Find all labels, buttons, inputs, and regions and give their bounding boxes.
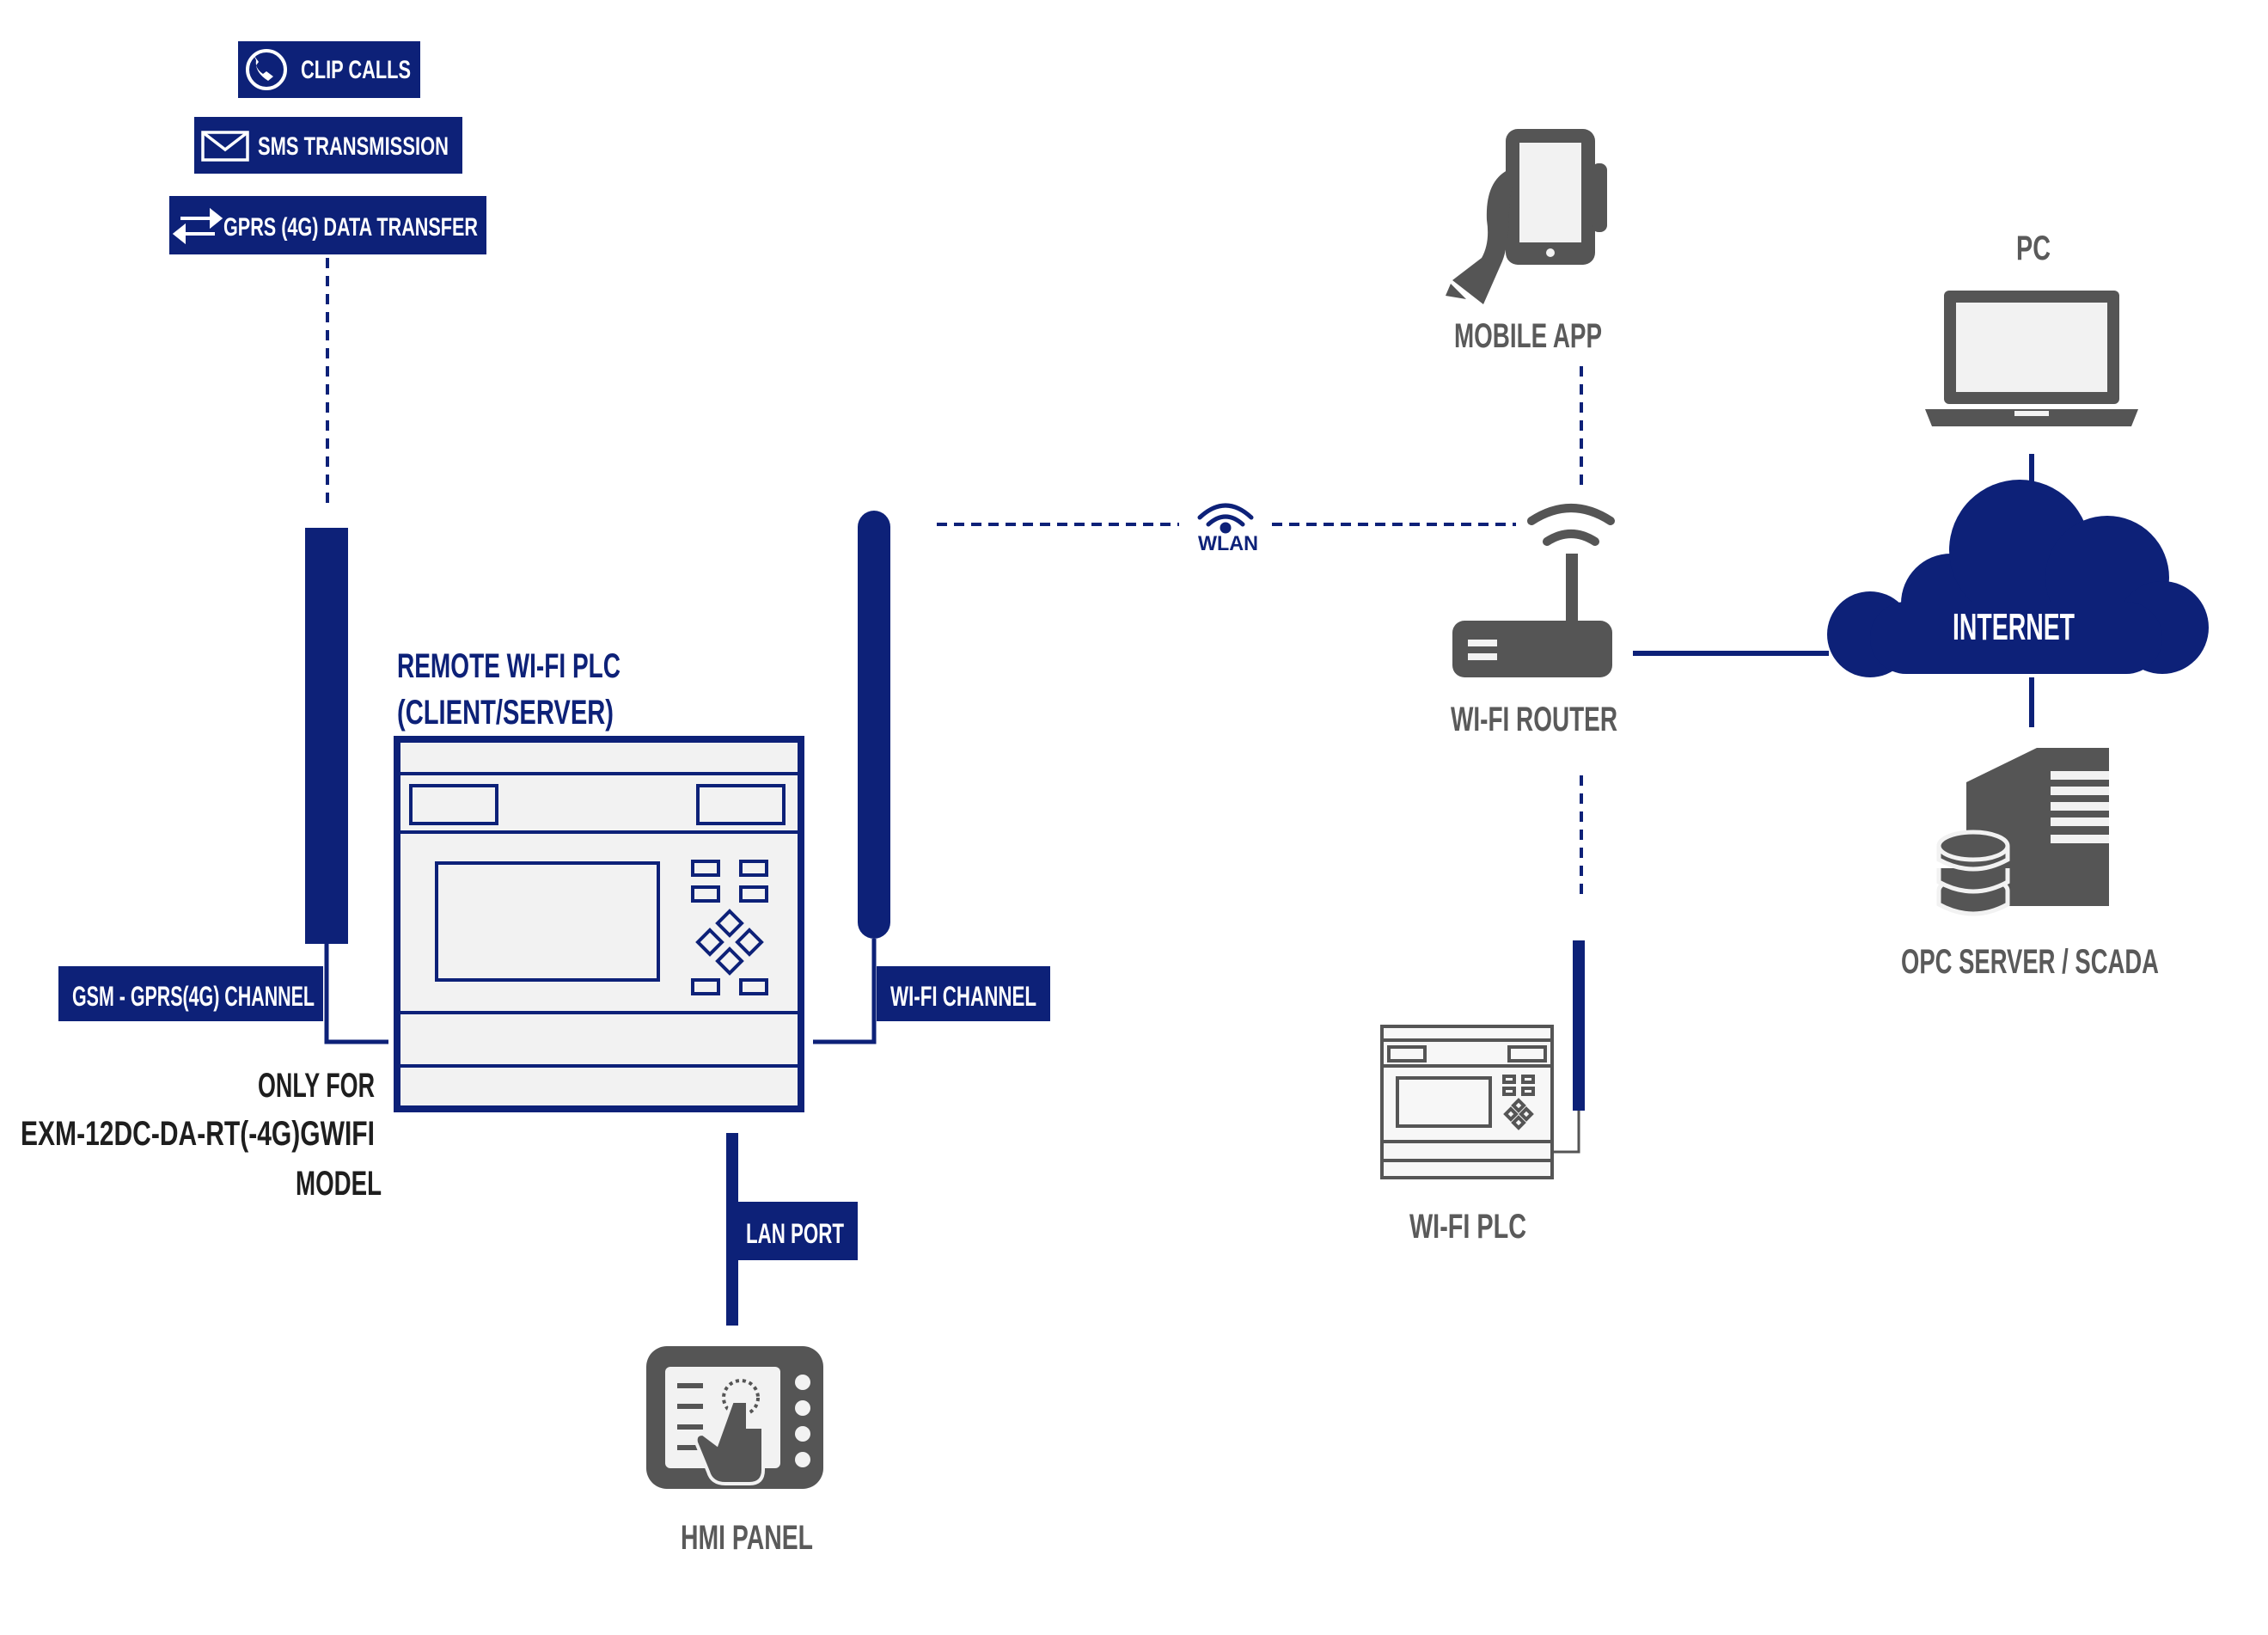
opc-server-label: OPC SERVER / SCADA — [1901, 943, 2159, 981]
model-note-line2: EXM-12DC-DA-RT(-4G)GWIFI — [21, 1115, 375, 1153]
wifi-channel-label: WI-FI CHANNEL — [890, 981, 1036, 1012]
transfer-arrows-icon — [172, 207, 223, 245]
model-note-line1: ONLY FOR — [258, 1067, 375, 1105]
pc-label: PC — [2016, 230, 2051, 267]
gsm-channel-label: GSM - GPRS(4G) CHANNEL — [72, 981, 315, 1012]
hmi-touch-icon — [646, 1346, 823, 1489]
sms-label: SMS TRANSMISSION — [258, 132, 449, 161]
router-icon — [1452, 504, 1615, 677]
envelope-icon — [201, 131, 249, 162]
clip-calls-label: CLIP CALLS — [301, 56, 411, 84]
internet-label: INTERNET — [1953, 606, 2075, 648]
wifi-icon — [1197, 503, 1254, 534]
lan-port-label: LAN PORT — [746, 1218, 844, 1249]
small-plc-antenna-connector — [1554, 1111, 1580, 1154]
small-plc-antenna — [1573, 940, 1585, 1111]
wifi-channel-badge — [877, 966, 1050, 1021]
wlan-label: WLAN — [1198, 532, 1258, 555]
gsm-antenna-connector — [324, 944, 388, 1044]
wifi-router-label: WI-FI ROUTER — [1451, 701, 1617, 738]
wifi-antenna — [858, 511, 890, 939]
gsm-antenna — [305, 528, 348, 944]
badge-gprs: GPRS (4G) DATA TRANSFER — [169, 196, 486, 254]
hmi-panel-label: HMI PANEL — [681, 1519, 813, 1557]
badge-sms: SMS TRANSMISSION — [194, 117, 462, 174]
smartphone-hand-icon — [1446, 129, 1607, 304]
cloud-icon — [1827, 480, 2209, 677]
model-note-line3: MODEL — [296, 1165, 382, 1203]
gsm-channel-badge — [58, 966, 323, 1021]
laptop-icon — [1925, 291, 2138, 426]
lan-port-badge — [732, 1202, 858, 1260]
plc-title-line1: REMOTE WI-FI PLC — [397, 647, 620, 685]
plc-title-line2: (CLIENT/SERVER) — [397, 694, 614, 732]
wifi-antenna-connector — [813, 939, 877, 1044]
mobile-app-label: MOBILE APP — [1454, 317, 1602, 355]
plc-icon — [1380, 1025, 1554, 1179]
gprs-label: GPRS (4G) DATA TRANSFER — [223, 213, 478, 242]
phone-icon — [246, 49, 287, 90]
plc-keypad — [691, 860, 768, 995]
plc-display — [435, 861, 660, 982]
server-database-icon — [1936, 748, 2109, 916]
wifi-plc-label: WI-FI PLC — [1409, 1208, 1526, 1246]
badge-clip-calls: CLIP CALLS — [238, 41, 420, 98]
remote-wifi-plc — [394, 736, 804, 1112]
